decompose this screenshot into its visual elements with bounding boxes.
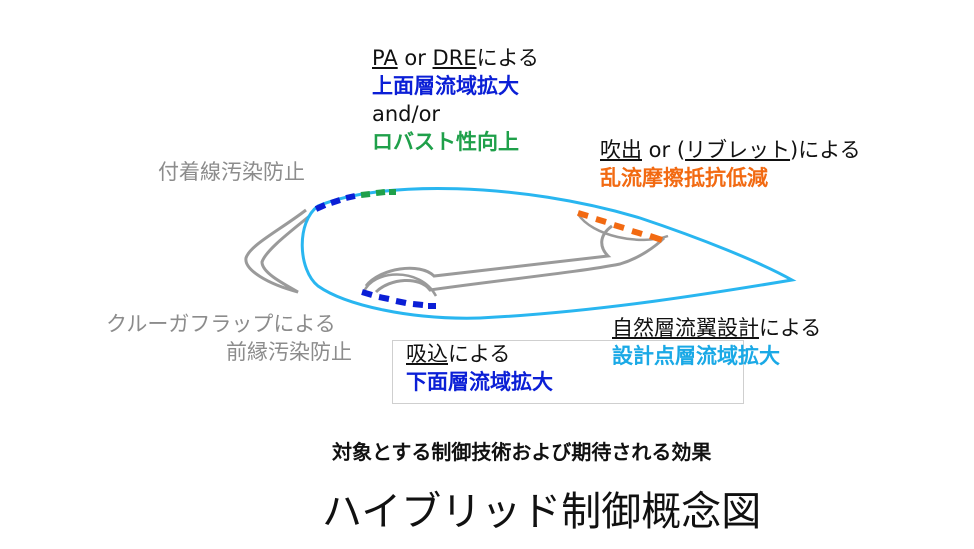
airfoil-outline <box>300 186 797 320</box>
riblet-term: リブレット <box>685 138 791 162</box>
pa-dre-label: PA or DREによる <box>372 46 539 71</box>
krueger-flap <box>244 208 313 294</box>
blow-or: or ( <box>642 138 686 162</box>
suction-term: 吸込 <box>406 342 448 366</box>
krueger-label: クルーガフラップによる <box>106 312 336 336</box>
blowing-label: 吹出 or (リブレット)による <box>600 138 861 163</box>
caption: 対象とする制御技術および期待される効果 <box>332 440 712 464</box>
internal-duct-lower <box>374 236 666 294</box>
pa-dre-or: or <box>397 46 433 70</box>
nlf-suffix: による <box>759 316 822 340</box>
suction-suffix: による <box>448 342 511 366</box>
dre-term: DRE <box>432 46 477 70</box>
pa-dre-suffix: による <box>476 46 539 70</box>
internal-duct-upper <box>364 224 613 287</box>
nlf-label: 自然層流翼設計による <box>612 316 821 341</box>
design-point-label: 設計点層流域拡大 <box>612 344 780 368</box>
and-or-label: and/or <box>372 102 441 126</box>
suction-label: 吸込による <box>406 342 510 367</box>
suction-dashes <box>361 289 436 309</box>
le-contamination-label: 前縁汚染防止 <box>226 340 352 364</box>
nlf-term: 自然層流翼設計 <box>612 316 759 340</box>
lower-laminar-label: 下面層流域拡大 <box>406 370 553 394</box>
suction-box <box>392 340 744 404</box>
turbulent-drag-label: 乱流摩擦抵抗低減 <box>600 166 768 190</box>
pa-term: PA <box>372 46 398 70</box>
blow-suffix: )による <box>790 138 861 162</box>
upper-le-dashes <box>314 189 396 212</box>
page-title: ハイブリッド制御概念図 <box>322 489 762 535</box>
blowing-dashes <box>577 210 663 243</box>
attachment-line-label: 付着線汚染防止 <box>158 160 305 184</box>
suction-plenum <box>362 273 438 297</box>
upper-laminar-label: 上面層流域拡大 <box>372 74 519 98</box>
robust-label: ロバスト性向上 <box>372 130 519 154</box>
blow-term: 吹出 <box>600 138 642 162</box>
